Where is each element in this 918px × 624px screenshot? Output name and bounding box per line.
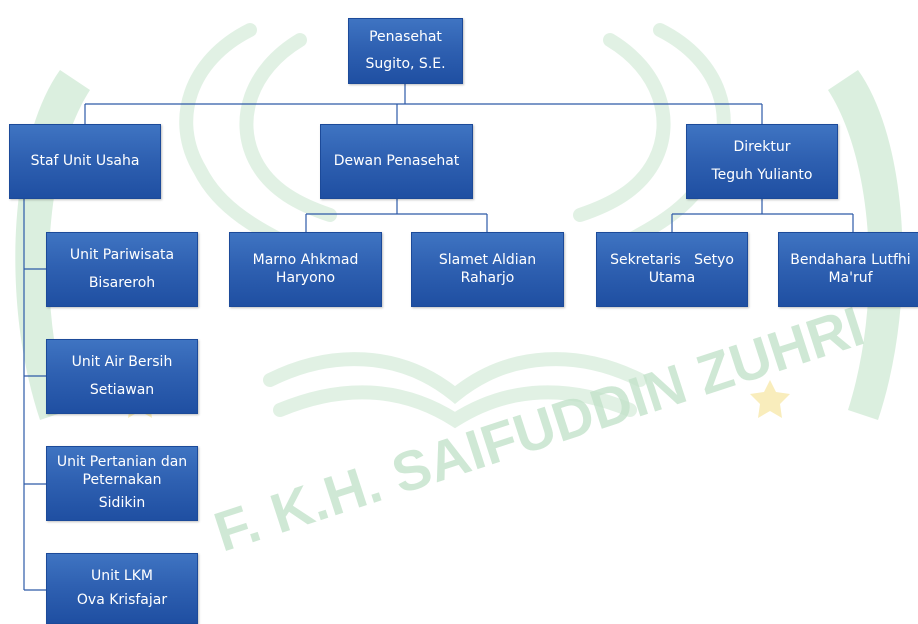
node-bendahara: Bendahara Lutfhi Ma'ruf (778, 232, 918, 307)
watermark-star-2 (750, 380, 790, 418)
node-dewan-penasehat: Dewan Penasehat (320, 124, 473, 199)
node-slamet-line2: Raharjo (460, 269, 515, 286)
node-pariwisata-name: Bisareroh (88, 274, 156, 291)
node-sekretaris: Sekretaris Setyo Utama (596, 232, 748, 307)
watermark-wing-left-inner (239, 33, 337, 222)
node-lkm-name: Ova Krisfajar (76, 591, 168, 608)
watermark-ring-right (828, 70, 903, 420)
node-direktur-title: Direktur (733, 139, 791, 155)
node-slamet-line1: Slamet Aldian (438, 252, 537, 268)
node-penasehat: Penasehat Sugito, S.E. (348, 18, 463, 84)
node-airbersih-title: Unit Air Bersih (71, 354, 173, 370)
watermark-wing-right-inner (573, 33, 671, 222)
node-penasehat-title: Penasehat (369, 28, 442, 45)
node-airbersih-name: Setiawan (89, 381, 155, 398)
node-lkm-title: Unit LKM (90, 568, 153, 584)
node-unit-air-bersih: Unit Air Bersih Setiawan (46, 339, 198, 414)
node-marno: Marno Ahkmad Haryono (229, 232, 382, 307)
node-sekretaris-line1: Sekretaris Setyo (610, 252, 734, 268)
node-direktur-name: Teguh Yulianto (711, 166, 813, 183)
node-bendahara-line2: Ma'ruf (828, 269, 873, 286)
node-unit-lkm: Unit LKM Ova Krisfajar (46, 553, 198, 624)
node-dewan-title: Dewan Penasehat (333, 152, 460, 169)
watermark-book (263, 352, 647, 405)
node-staf-unit-usaha: Staf Unit Usaha (9, 124, 161, 199)
watermark-wing-left (179, 23, 307, 257)
node-pertanian-name: Sidikin (98, 495, 146, 512)
node-pariwisata-title: Unit Pariwisata (69, 247, 175, 263)
node-sekretaris-line2: Utama (648, 269, 696, 286)
node-pertanian-line1: Unit Pertanian dan (56, 454, 188, 471)
node-marno-line1: Marno Ahkmad (252, 252, 359, 268)
node-pertanian-line2: Peternakan (82, 471, 162, 488)
watermark-book-base (273, 385, 637, 429)
node-penasehat-name: Sugito, S.E. (365, 56, 446, 72)
node-direktur: Direktur Teguh Yulianto (686, 124, 838, 199)
node-slamet: Slamet Aldian Raharjo (411, 232, 564, 307)
node-bendahara-line1: Bendahara Lutfhi (790, 252, 911, 268)
node-marno-line2: Haryono (275, 269, 336, 286)
node-unit-pariwisata: Unit Pariwisata Bisareroh (46, 232, 198, 307)
node-staf-title: Staf Unit Usaha (30, 152, 140, 169)
node-unit-pertanian: Unit Pertanian dan Peternakan Sidikin (46, 446, 198, 521)
